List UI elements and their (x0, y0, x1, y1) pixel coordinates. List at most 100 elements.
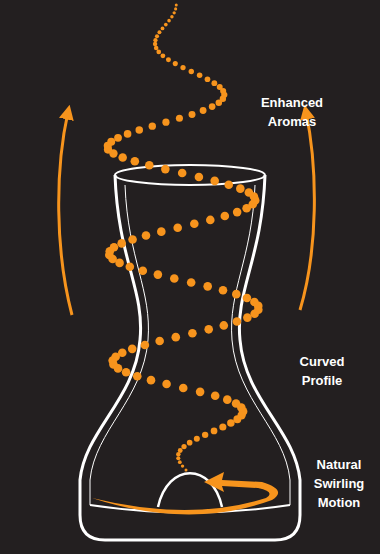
aroma-dot (211, 428, 218, 435)
aroma-dot (245, 188, 254, 197)
aroma-dot (232, 399, 241, 408)
aroma-dot (173, 223, 182, 232)
aroma-dot (154, 46, 159, 51)
aroma-dot (178, 460, 182, 464)
aroma-dot (194, 436, 200, 442)
aroma-dot (181, 444, 186, 449)
glass-inner-wall (232, 185, 290, 505)
aroma-dot (180, 65, 185, 70)
aroma-dot (139, 266, 148, 275)
aroma-dot (176, 115, 183, 122)
aroma-dot (202, 432, 208, 438)
aroma-dot (176, 456, 180, 460)
aroma-dot (154, 270, 163, 279)
aroma-dot (117, 239, 126, 248)
aroma-dot (126, 263, 135, 272)
aroma-dot (170, 274, 179, 283)
aroma-dots (104, 4, 263, 472)
aroma-dot (167, 19, 171, 23)
aroma-dot (232, 290, 241, 299)
aroma-dot (155, 337, 164, 346)
aroma-dot (188, 329, 197, 338)
aroma-dot (233, 317, 242, 326)
aroma-dot (243, 294, 252, 303)
aroma-dot (157, 30, 161, 34)
aroma-dot (243, 313, 252, 322)
aroma-dot (189, 69, 194, 74)
aroma-dot (205, 76, 211, 82)
aroma-dot (114, 134, 122, 142)
aroma-dot (219, 286, 228, 295)
aroma-dot (219, 321, 228, 330)
aroma-dot (210, 177, 219, 186)
aroma-dot (189, 111, 196, 118)
aroma-dot (221, 212, 230, 221)
aroma-dot (179, 384, 188, 393)
aroma-dot (217, 84, 223, 90)
swirl-arrow (92, 472, 278, 515)
aroma-dot (128, 235, 137, 244)
aroma-dot (110, 243, 119, 252)
aroma-dot (128, 345, 137, 354)
aroma-dot (153, 38, 157, 42)
aroma-dot (236, 184, 245, 193)
aroma-dot (175, 4, 178, 7)
aroma-dot (204, 325, 213, 334)
aroma-dot (190, 220, 199, 229)
aroma-dot (156, 50, 161, 55)
aroma-dot (147, 376, 156, 385)
aroma-dot (174, 7, 177, 10)
aroma-dot (250, 298, 259, 307)
aroma-dot (160, 53, 165, 58)
aroma-dot (161, 27, 165, 31)
aroma-dot (211, 391, 220, 400)
aroma-dot (209, 103, 216, 110)
callout-label: Natural Swirling Motion (306, 455, 372, 512)
aroma-dot (118, 348, 127, 357)
aroma-dot (118, 153, 127, 162)
rising-arrow (300, 112, 314, 310)
aroma-dot (124, 130, 132, 138)
callout-label: Curved Profile (290, 352, 354, 390)
aroma-dot (157, 227, 166, 236)
aroma-dot (200, 107, 207, 114)
aroma-dot (107, 138, 115, 146)
aroma-dot (206, 216, 215, 225)
aroma-dot (197, 73, 203, 79)
aroma-dot (178, 448, 183, 453)
aroma-dot (196, 388, 205, 397)
aroma-dot (173, 11, 176, 14)
aroma-dot (211, 80, 217, 86)
aroma-dot (171, 333, 180, 342)
aroma-dot (153, 42, 157, 46)
aroma-dot (178, 169, 187, 178)
aroma-dot (142, 231, 151, 240)
aroma-dot (170, 15, 173, 18)
aroma-dot (233, 208, 242, 217)
aroma-dot (195, 173, 204, 182)
aroma-dot (155, 34, 159, 38)
aroma-dot (133, 372, 142, 381)
aroma-dot (141, 341, 150, 350)
rising-arrow (59, 112, 72, 315)
aroma-dot (162, 380, 171, 389)
aroma-dot (162, 119, 169, 126)
callout-label: Enhanced Aromas (250, 93, 334, 131)
glass-inner-wall (90, 185, 148, 505)
glass-outline (80, 175, 300, 540)
aroma-dot (149, 122, 156, 129)
aroma-dot (161, 165, 170, 174)
aroma-dot (203, 282, 212, 291)
aroma-dot (145, 161, 154, 170)
aroma-dot (219, 423, 226, 430)
aroma-dot (181, 464, 184, 467)
aroma-dot (131, 157, 140, 166)
aroma-dot (223, 395, 232, 404)
aroma-dot (122, 368, 131, 377)
aroma-dot (227, 419, 235, 427)
aroma-dot (135, 126, 143, 134)
aroma-dot (224, 180, 233, 189)
aroma-dot (173, 61, 178, 66)
aroma-dot (187, 278, 196, 287)
